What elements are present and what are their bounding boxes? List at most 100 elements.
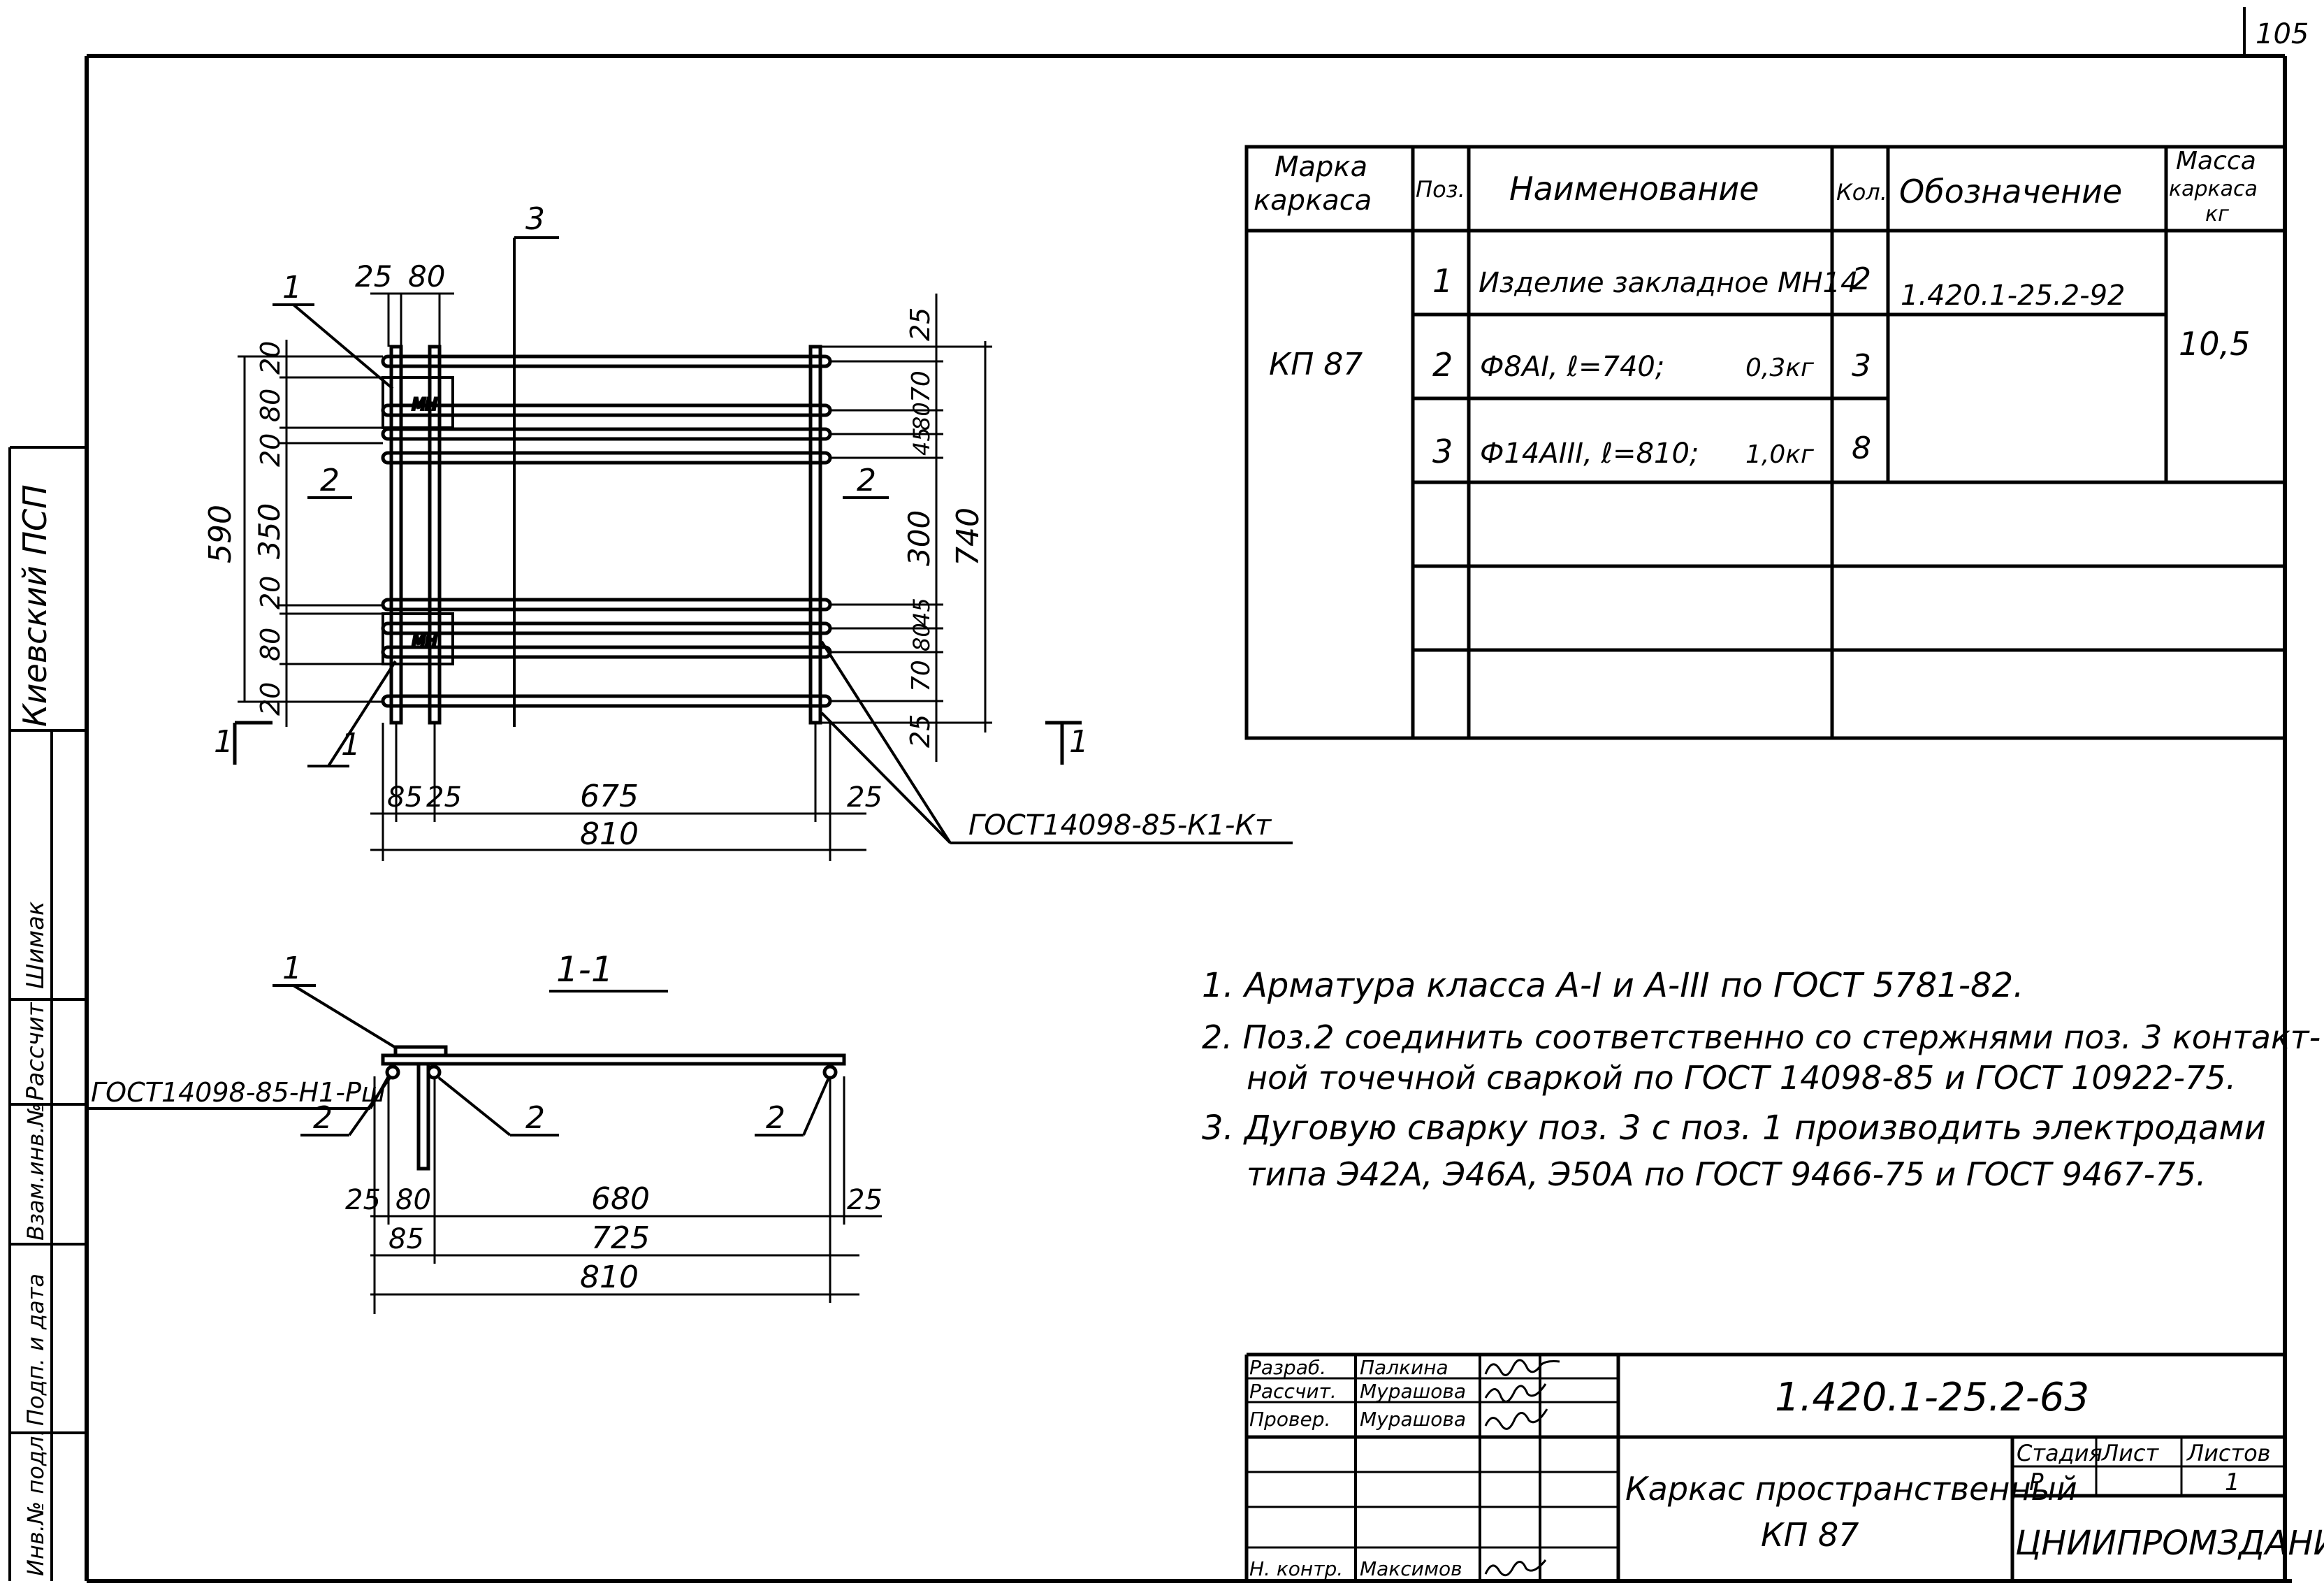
sheet-frame: [85, 54, 2292, 1583]
spec-mark: КП 87: [1269, 347, 1363, 382]
side-stamp-row-sign-date: Подп. и дата: [22, 1273, 49, 1426]
plan-dim-left-80a: 80: [255, 389, 286, 422]
section-label-pos1: 1: [282, 951, 302, 986]
spec-row-2-name: Ф8АI, ℓ=740;: [1480, 351, 1664, 383]
plan-dim-bottom-85: 85: [387, 781, 423, 814]
plan-weld-ref: ГОСТ14098-85-К1-Кт: [968, 809, 1272, 842]
title-block-name-calc: Мурашова: [1360, 1380, 1466, 1403]
title-block-role-calc: Рассчит.: [1249, 1380, 1337, 1403]
title-block-role-normcontrol: Н. контр.: [1249, 1557, 1343, 1580]
title-block-name-check: Мурашова: [1360, 1408, 1466, 1431]
plan-dim-left-350: 350: [252, 503, 286, 559]
plan-dim-right-70b: 70: [907, 660, 936, 692]
page-number: 105: [2256, 18, 2309, 50]
spec-row-1-name: Изделие закладное МН14: [1479, 267, 1858, 299]
section-weld-ref: ГОСТ14098-85-Н1-Рш: [91, 1077, 386, 1108]
spec-row-3-qty: 8: [1852, 431, 1871, 466]
plan-view: МН МН 3 1 1 2 2 1 1 25 80: [203, 201, 1293, 861]
plan-dim-bottom-25a: 25: [426, 781, 462, 814]
spec-header-mass-3: кг: [2205, 202, 2229, 226]
title-block-code: 1.420.1-25.2-63: [1775, 1375, 2089, 1420]
plan-label-pos3: 3: [525, 201, 545, 237]
title-block-sheets: 1: [2225, 1468, 2240, 1496]
note-3-line2: типа Э42А, Э46А, Э50А по ГОСТ 9466-75 и …: [1247, 1155, 2206, 1193]
section-view: 1-1 1 ГОСТ14098-85-Н1-Рш 2 2 2: [88, 949, 883, 1314]
spec-row-3-pos: 3: [1432, 433, 1453, 470]
side-stamp-organization: Киевский ПСП: [16, 484, 54, 727]
section-title: 1-1: [556, 949, 613, 990]
spec-row-2-mass-note: 0,3кг: [1745, 354, 1815, 382]
plan-dim-right-25a: 25: [905, 308, 936, 341]
plan-embedded-plates: МН МН: [382, 376, 454, 665]
section-dim-25a: 25: [345, 1184, 381, 1216]
plan-dim-right-80b: 80: [908, 623, 935, 651]
plan-dim-right-45a: 45: [908, 427, 935, 456]
side-stamp-row-replace: Взам.инв.№: [22, 1103, 49, 1241]
title-block-mark: КП 87: [1761, 1516, 1859, 1554]
section-dim-85: 85: [388, 1223, 424, 1255]
plan-dim-right-70a: 70: [907, 370, 936, 403]
spec-header-designation: Обозначение: [1899, 173, 2122, 210]
plan-dim-left-20c: 20: [255, 576, 286, 609]
title-block: [1244, 1352, 2285, 1581]
title-block-role-dev: Разраб.: [1249, 1356, 1326, 1379]
plan-dim-right-25b: 25: [905, 714, 936, 748]
spec-row-1-designation: 1.420.1-25.2-92: [1901, 280, 2126, 312]
side-stamp-row-calc: Рассчит.: [22, 995, 50, 1101]
plan-dim-bottom-25b: 25: [847, 781, 883, 814]
plan-cut-right: 1: [1069, 724, 1089, 760]
plan-label-pos1-top: 1: [282, 270, 302, 305]
title-block-stage: Р: [2029, 1468, 2044, 1496]
section-dim-725: 725: [591, 1220, 650, 1256]
spec-header-pos: Поз.: [1416, 176, 1465, 203]
plan-dim-left-80b: 80: [255, 628, 286, 661]
plan-label-pos1-bottom: 1: [341, 727, 361, 763]
section-dim-80: 80: [395, 1184, 431, 1216]
section-dim-810: 810: [580, 1260, 639, 1295]
spec-header-name: Наименование: [1509, 170, 1759, 208]
svg-text:МН: МН: [412, 396, 437, 414]
title-block-name-dev: Палкина: [1360, 1356, 1448, 1379]
title-block-name-normcontrol: Максимов: [1360, 1557, 1462, 1580]
spec-header-qty: Кол.: [1836, 179, 1887, 205]
spec-row-2-qty: 3: [1852, 348, 1871, 384]
section-label-pos2-b: 2: [525, 1100, 545, 1136]
plan-dim-right-300: 300: [902, 510, 936, 566]
plan-dim-bottom-675: 675: [580, 779, 639, 814]
spec-table: [1244, 145, 2287, 740]
side-stamp: [8, 446, 87, 1581]
plan-dim-left-20a: 20: [255, 341, 286, 375]
plan-dim-right-80a: 80: [908, 402, 935, 431]
plan-dim-left-20b: 20: [255, 433, 286, 467]
plan-dim-left-590: 590: [203, 505, 238, 563]
spec-header-mark-line1: Марка: [1274, 151, 1367, 183]
side-stamp-row-signer: Шимак: [22, 901, 50, 989]
note-3-line1: 3. Дуговую сварку поз. 3 с поз. 1 произв…: [1202, 1109, 2266, 1148]
spec-row-2-pos: 2: [1432, 346, 1453, 384]
notes: 1. Арматура класса А-I и А-III по ГОСТ 5…: [1202, 966, 2321, 1193]
spec-row-3-mass-note: 1,0кг: [1745, 440, 1815, 469]
spec-row-1-pos: 1: [1432, 262, 1453, 300]
note-2-line2: ной точечной сваркой по ГОСТ 14098-85 и …: [1247, 1059, 2236, 1097]
svg-text:МН: МН: [412, 633, 437, 650]
plan-dim-left-20d: 20: [255, 682, 286, 716]
section-dim-25b: 25: [847, 1184, 883, 1216]
title-block-role-check: Провер.: [1249, 1408, 1330, 1431]
plan-dim-top-80: 80: [408, 259, 445, 294]
title-block-title: Каркас пространственный: [1625, 1470, 2077, 1508]
plan-dim-bottom-810: 810: [580, 816, 639, 852]
plan-dim-right-45b: 45: [908, 598, 935, 626]
note-2-line1: 2. Поз.2 соединить соответственно со сте…: [1202, 1018, 2321, 1056]
spec-mass: 10,5: [2179, 325, 2250, 363]
section-dim-680: 680: [591, 1181, 650, 1217]
title-block-organization: ЦНИИПРОМЗДАНИЙ: [2015, 1523, 2324, 1563]
title-block-sheets-label: Листов: [2186, 1440, 2271, 1466]
title-block-sheet-label: Лист: [2101, 1440, 2159, 1466]
section-label-pos2-c: 2: [766, 1100, 785, 1136]
title-block-stage-label: Стадия: [2017, 1440, 2103, 1466]
plan-cut-left: 1: [214, 724, 233, 760]
plan-dim-right-740: 740: [950, 507, 986, 566]
signatures: [1484, 1359, 1560, 1577]
plan-label-section-2-right: 2: [857, 463, 876, 498]
